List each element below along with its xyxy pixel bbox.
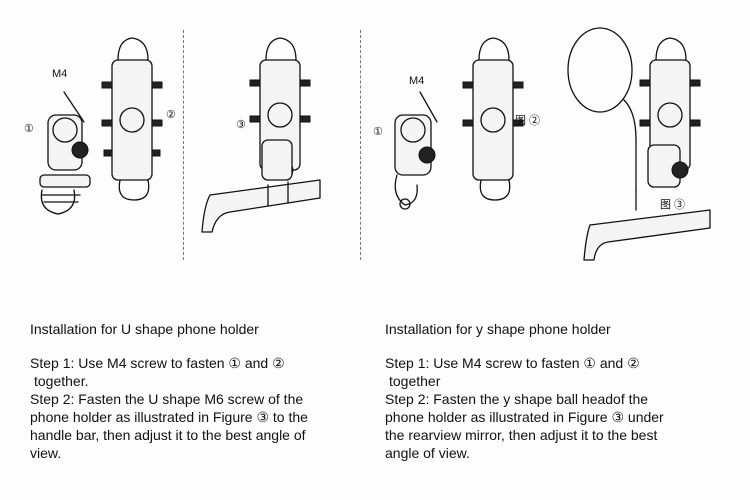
dashed-divider (360, 30, 361, 260)
u-parts-illustration (39, 37, 163, 215)
y-step2-line: phone holder as illustrated in Figure ③ … (385, 409, 664, 425)
u-step2-line: phone holder as illustrated in Figure ③ … (30, 409, 308, 425)
u-step1-line: together. (34, 373, 89, 389)
m4-pointer (419, 91, 438, 123)
marker-2: 图 ② (515, 115, 541, 127)
y-mounted-illustration (567, 27, 711, 261)
u-shape-heading: Installation for U shape phone holder (30, 321, 259, 337)
m4-screw-label: M4 (409, 75, 425, 87)
m4-pointer (63, 91, 85, 123)
y-step2-line: angle of view. (385, 445, 470, 461)
y-shape-instructions: Installation for y shape phone holder St… (385, 320, 735, 462)
u-step2-line: handle bar, then adjust it to the best a… (30, 427, 306, 443)
dashed-divider (183, 30, 184, 260)
y-parts-illustration (394, 37, 524, 210)
figure-u-mounted: ③ (190, 20, 340, 280)
marker-1: ① (373, 126, 383, 138)
part-1-ball-mount-illustration (39, 114, 91, 215)
u-shape-instructions: Installation for U shape phone holder St… (30, 320, 370, 462)
y-shape-heading: Installation for y shape phone holder (385, 321, 611, 337)
part-1-ball-head-illustration (394, 114, 436, 210)
figure-row: M4 ① ② ③ (20, 20, 740, 280)
part-2-cradle-illustration (101, 37, 163, 201)
y-step1-line: Step 1: Use M4 screw to fasten ① and ② (385, 355, 640, 371)
marker-3: ③ (236, 119, 246, 131)
m4-screw-label: M4 (52, 68, 68, 80)
marker-3: 图 ③ (660, 199, 686, 211)
part-2-cradle-illustration (462, 37, 524, 201)
figure-y-parts: M4 ① 图 ② (365, 20, 550, 280)
u-step2-line: Step 2: Fasten the U shape M6 screw of t… (30, 391, 304, 407)
y-step2-line: the rearview mirror, then adjust it to t… (385, 427, 658, 443)
marker-2: ② (166, 109, 176, 121)
y-step1-line: together (389, 373, 441, 389)
u-step2-line: view. (30, 445, 62, 461)
u-mounted-illustration (201, 37, 321, 233)
marker-1: ① (24, 123, 34, 135)
y-step2-line: Step 2: Fasten the y shape ball headof t… (385, 391, 649, 407)
figure-y-mounted: 图 ③ (560, 20, 740, 280)
figure-u-parts: M4 ① ② (20, 20, 180, 280)
u-step1-line: Step 1: Use M4 screw to fasten ① and ② (30, 355, 285, 371)
